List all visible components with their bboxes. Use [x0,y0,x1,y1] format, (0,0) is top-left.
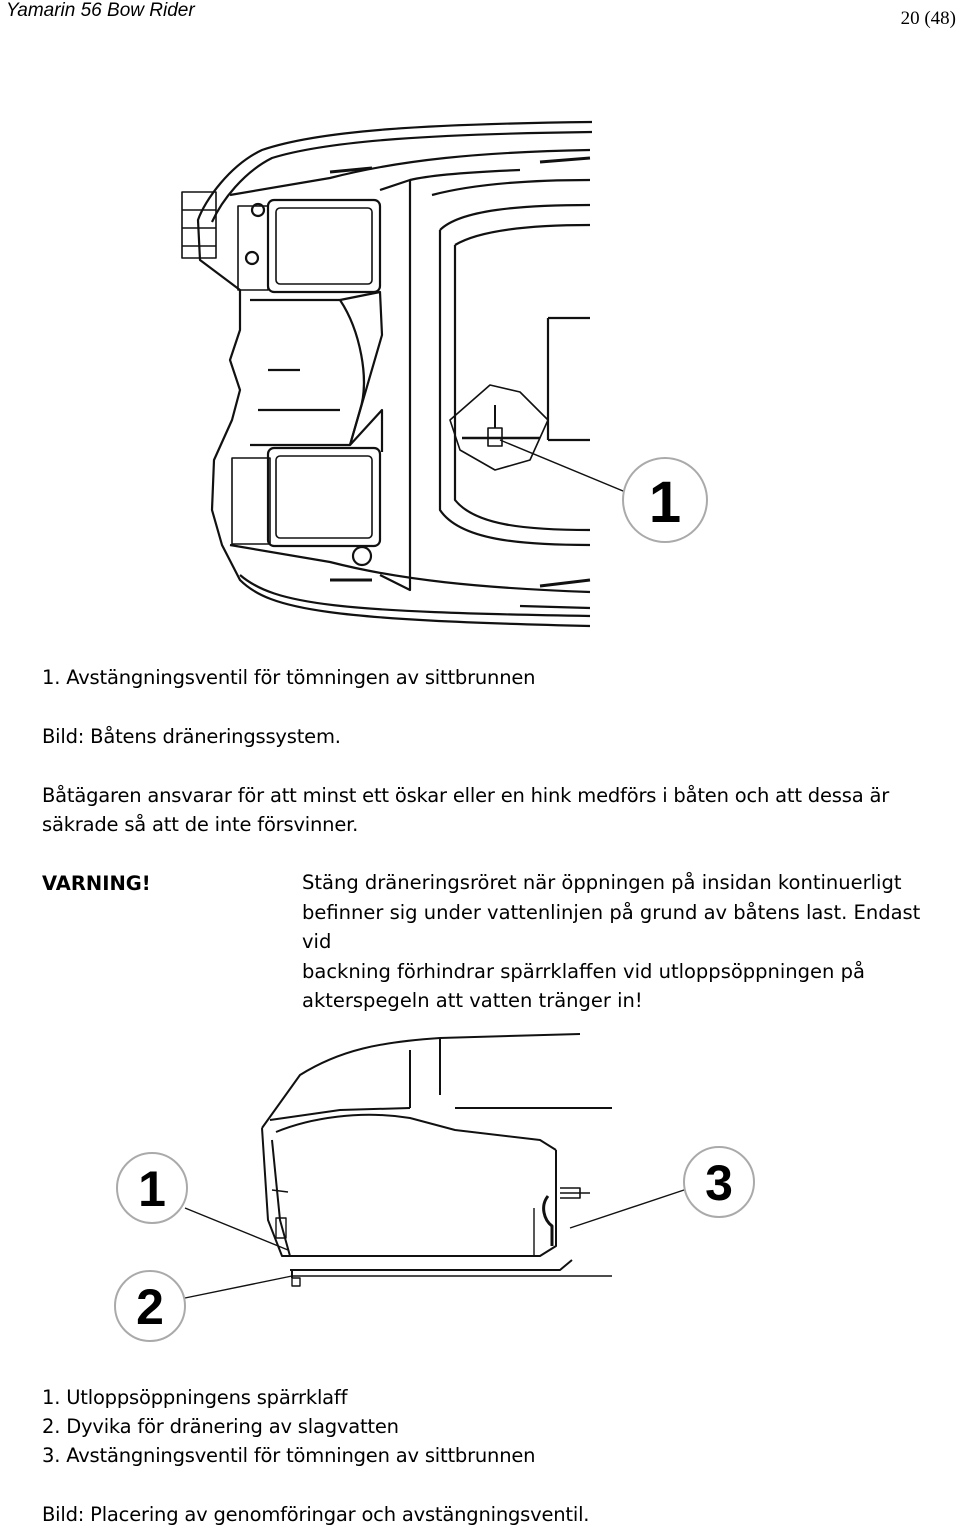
figure1-caption: Bild: Båtens dräneringssystem. [42,725,341,748]
figure1-callout-1: 1 [649,470,681,535]
document-title: Yamarin 56 Bow Rider [6,0,195,21]
page-number: 20 (48) [900,8,956,29]
body-paragraph-line-1: Båtägaren ansvarar för att minst ett ösk… [42,784,890,807]
figure2-callout-3: 3 [705,1155,733,1211]
figure2-legend-item: 1. Utloppsöppningens spärrklaff [42,1386,348,1409]
figure1-legend-item: 1. Avstängningsventil för tömningen av s… [42,666,536,689]
figure2-legend-item: 3. Avstängningsventil för tömningen av s… [42,1444,536,1467]
figure2-callout-2: 2 [136,1279,164,1335]
figure2-caption: Bild: Placering av genomföringar och avs… [42,1503,590,1526]
warning-text: Stäng dräneringsröret när öppningen på i… [302,868,952,1016]
warning-line: Stäng dräneringsröret när öppningen på i… [302,871,902,894]
warning-line: akterspegeln att vatten tränger in! [302,989,643,1012]
figure2-legend: 1. Utloppsöppningens spärrklaff 2. Dyvik… [42,1383,536,1470]
warning-line: befinner sig under vattenlinjen på grund… [302,900,921,954]
warning-line: backning förhindrar spärrklaffen vid utl… [302,959,865,983]
boat-top-view-drawing: 1 [181,120,708,628]
warning-label: VARNING! [42,872,151,895]
body-paragraph-line-2: säkrade så att de inte försvinner. [42,813,359,836]
figure2-legend-item: 2. Dyvika för dränering av slagvatten [42,1415,399,1438]
boat-side-section-drawing: 1 2 3 [114,1033,755,1342]
figure2-callout-1: 1 [138,1161,166,1217]
